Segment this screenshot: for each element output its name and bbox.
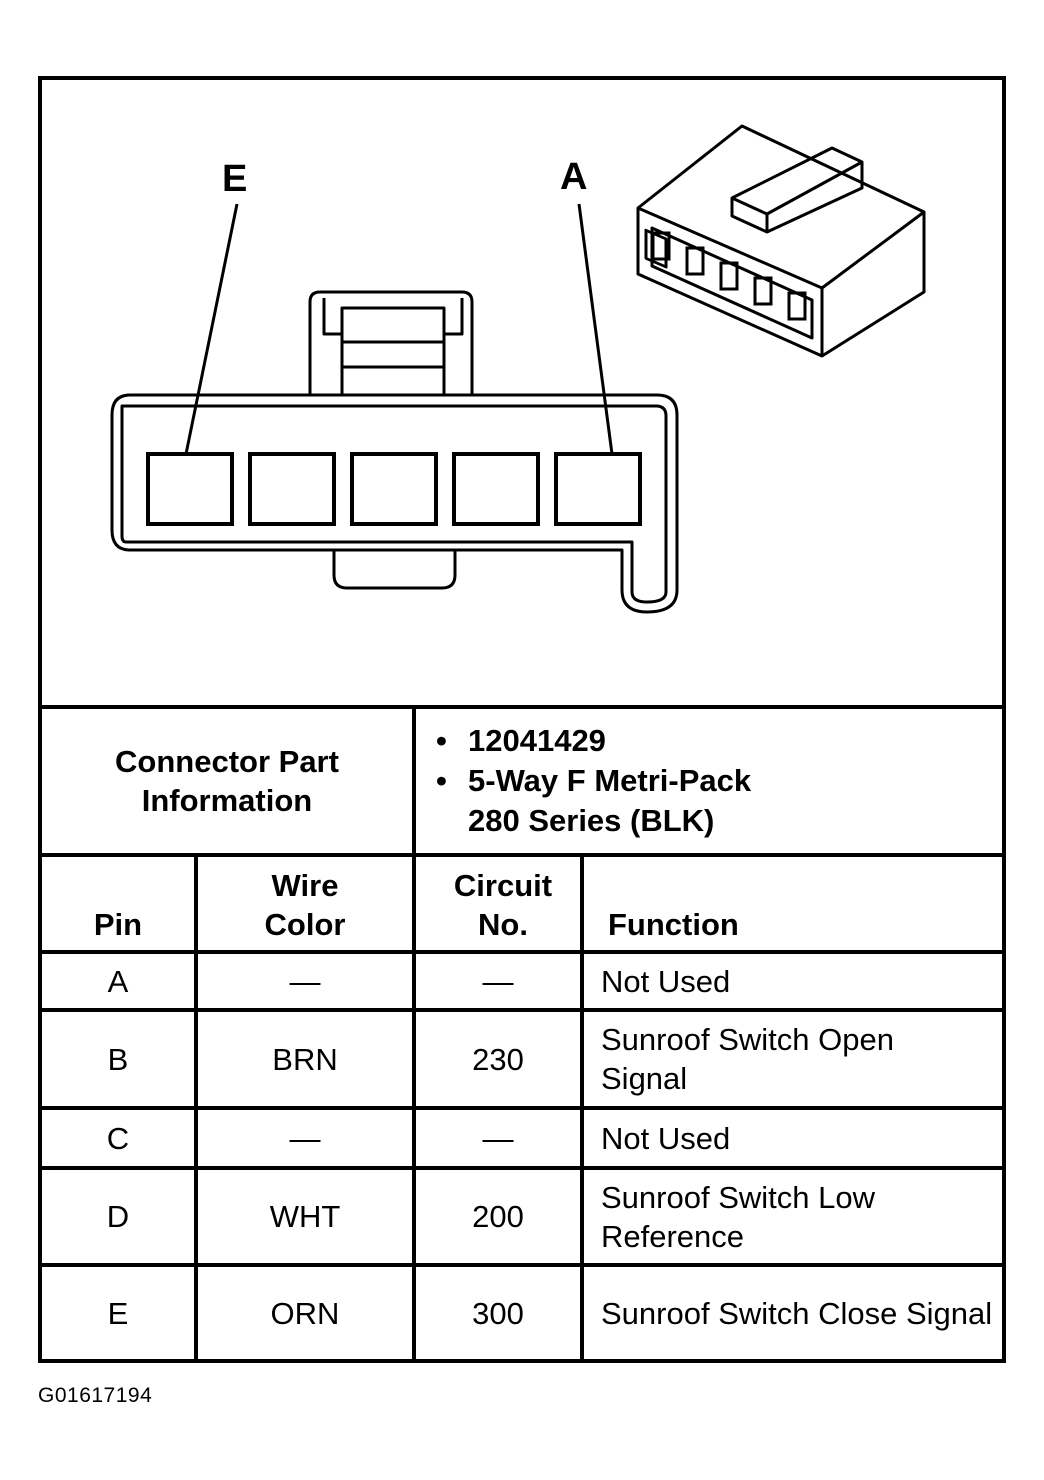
cavity-c <box>350 452 438 526</box>
connector-part-info-values: 12041429 5-Way F Metri-Pack 280 Series (… <box>416 709 1002 853</box>
connector-diagram: E A <box>42 80 1002 705</box>
row-c-wire-color: — <box>289 1120 321 1156</box>
divider-header <box>42 950 1002 954</box>
divider-row-d <box>42 1263 1002 1267</box>
row-e-function: Sunroof Switch Close Signal <box>601 1295 993 1331</box>
cavity-b <box>452 452 540 526</box>
row-e-wire-color: ORN <box>270 1295 340 1331</box>
divider-row-c <box>42 1166 1002 1170</box>
row-c-pin: C <box>106 1120 130 1156</box>
cavity-label-e: E <box>222 158 248 200</box>
info-item-connector-type: 5-Way F Metri-Pack 280 Series (BLK) <box>416 761 751 841</box>
cavity-row <box>146 452 642 526</box>
divider-diagram <box>42 705 1002 709</box>
row-a-function: Not Used <box>601 963 731 999</box>
header-circuit-no: Circuit No. <box>453 868 553 942</box>
connector-part-info-list: 12041429 5-Way F Metri-Pack 280 Series (… <box>416 721 751 841</box>
info-line: 5-Way F Metri-Pack <box>468 763 752 798</box>
connector-figure-frame: E A Connector Part Information 12041429 … <box>38 76 1006 1363</box>
row-c-function: Not Used <box>601 1120 731 1156</box>
cavity-d <box>248 452 336 526</box>
info-line: 12041429 <box>468 723 606 758</box>
divider-row-b <box>42 1106 1002 1110</box>
row-d-wire-color: WHT <box>269 1199 341 1234</box>
header-wire-color: Wire Color <box>264 868 346 942</box>
divider-col-1 <box>194 853 198 1359</box>
divider-col-3 <box>580 853 584 1359</box>
connector-drawing <box>110 124 926 614</box>
row-d-pin: D <box>106 1199 130 1234</box>
row-c-circuit: — <box>482 1120 514 1156</box>
leader-line-a <box>577 203 614 455</box>
leader-line-e <box>184 203 239 455</box>
row-b-function: Sunroof Switch Open Signal <box>601 1022 894 1096</box>
cavity-a <box>554 452 642 526</box>
row-e-circuit: 300 <box>472 1295 524 1331</box>
row-b-pin: B <box>107 1041 129 1077</box>
row-b-circuit: 230 <box>472 1041 524 1077</box>
row-e-pin: E <box>107 1295 129 1331</box>
info-item-part-number: 12041429 <box>416 721 751 761</box>
row-d-circuit: 200 <box>472 1199 524 1234</box>
row-a-pin: A <box>107 963 129 999</box>
divider-col-2 <box>412 705 416 1359</box>
connector-part-info-label: Connector Part Information <box>115 744 339 818</box>
connector-iso-view <box>636 124 926 358</box>
row-a-circuit: — <box>482 963 514 999</box>
divider-row-a <box>42 1008 1002 1012</box>
cavity-e <box>146 452 234 526</box>
row-d-function: Sunroof Switch Low Reference <box>601 1179 875 1254</box>
header-function: Function <box>608 907 739 942</box>
info-line: 280 Series (BLK) <box>468 803 715 838</box>
divider-info <box>42 853 1002 857</box>
figure-code: G01617194 <box>38 1384 153 1407</box>
row-b-wire-color: BRN <box>272 1041 338 1077</box>
cavity-label-a: A <box>560 156 588 198</box>
header-pin: Pin <box>93 907 143 942</box>
row-a-wire-color: — <box>289 963 321 999</box>
